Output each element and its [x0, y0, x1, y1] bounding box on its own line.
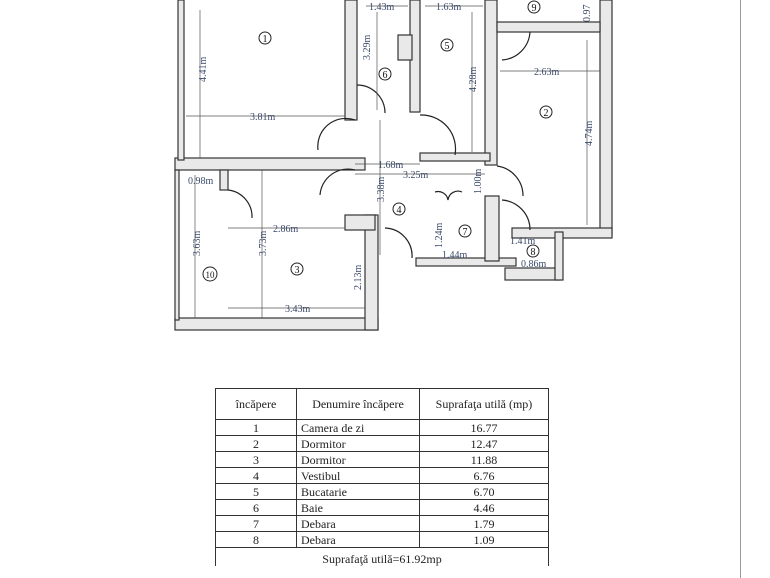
- room-number-6: 6: [378, 67, 392, 81]
- room-number-1: 1: [258, 31, 272, 45]
- svg-text:4: 4: [397, 205, 402, 216]
- room-number: 4: [215, 467, 297, 484]
- room-area: 16.77: [419, 419, 549, 436]
- room-number-9: 9: [527, 0, 541, 14]
- header-room: încăpere: [215, 388, 297, 420]
- dim-label: 4.41m: [198, 57, 209, 83]
- total-row: Suprafaţă utilă=61.92mp: [215, 547, 549, 566]
- total-area: Suprafaţă utilă=61.92mp: [215, 547, 549, 566]
- svg-text:7: 7: [463, 227, 468, 238]
- header-name: Denumire încăpere: [296, 388, 420, 420]
- dim-label: 3.73m: [258, 231, 269, 257]
- room-number-3: 3: [290, 262, 304, 276]
- svg-text:5: 5: [445, 41, 450, 52]
- room-area: 1.79: [419, 515, 549, 532]
- room-area-table: încăpere Denumire încăpere Suprafaţa uti…: [215, 388, 549, 566]
- room-area: 11.88: [419, 451, 549, 468]
- room-number: 3: [215, 451, 297, 468]
- dim-label: 0.97: [582, 5, 593, 23]
- room-number-8: 8: [526, 244, 540, 258]
- room-name: Debara: [296, 531, 420, 548]
- dim-label: 1.63m: [436, 2, 462, 13]
- room-name: Vestibul: [296, 467, 420, 484]
- dim-label: 3.43m: [285, 304, 311, 315]
- room-name: Camera de zi: [296, 419, 420, 436]
- room-number: 5: [215, 483, 297, 500]
- svg-text:9: 9: [532, 3, 537, 14]
- doors: [227, 31, 531, 259]
- room-name: Bucatarie: [296, 483, 420, 500]
- dim-label: 1.00m: [473, 169, 484, 195]
- room-name: Dormitor: [296, 435, 420, 452]
- dim-label: 1.24m: [434, 223, 445, 249]
- room-number: 7: [215, 515, 297, 532]
- room-number: 6: [215, 499, 297, 516]
- dim-label: 0.86m: [521, 259, 547, 270]
- room-number-5: 5: [440, 38, 454, 52]
- dimension-lines: [186, 5, 600, 318]
- room-number: 1: [215, 419, 297, 436]
- room-number-10: 10: [202, 266, 218, 282]
- room-area: 6.70: [419, 483, 549, 500]
- dim-label: 4.28m: [468, 67, 479, 93]
- room-number-7: 7: [458, 224, 472, 238]
- room-area: 4.46: [419, 499, 549, 516]
- dim-label: 4.74m: [584, 121, 595, 147]
- room-number: 2: [215, 435, 297, 452]
- svg-text:2: 2: [544, 108, 549, 119]
- dim-label: 1.43m: [369, 2, 395, 13]
- svg-text:10: 10: [206, 270, 216, 280]
- svg-text:3: 3: [295, 265, 300, 276]
- room-area: 12.47: [419, 435, 549, 452]
- room-name: Baie: [296, 499, 420, 516]
- room-area: 6.76: [419, 467, 549, 484]
- table-header: încăpere Denumire încăpere Suprafaţa uti…: [215, 388, 549, 420]
- room-number-2: 2: [539, 105, 553, 119]
- dim-label: 3.38m: [376, 177, 387, 203]
- header-area: Suprafaţa utilă (mp): [419, 388, 549, 420]
- dim-label: 3.81m: [250, 112, 276, 123]
- floor-plan: 1.43m 1.63m 0.97 3.29m 4.41m 4.28m 2.63m…: [174, 0, 613, 331]
- page-border-line: [740, 0, 741, 578]
- dim-label: 3.63m: [192, 231, 203, 257]
- room-number-4: 4: [392, 202, 406, 216]
- dim-label: 3.25m: [403, 170, 429, 181]
- room-name: Debara: [296, 515, 420, 532]
- room-number: 8: [215, 531, 297, 548]
- svg-text:8: 8: [531, 247, 536, 258]
- dim-label: 2.63m: [534, 67, 560, 78]
- dim-label: 1.68m: [378, 160, 404, 171]
- room-area: 1.09: [419, 531, 549, 548]
- dim-label: 0.98m: [188, 176, 214, 187]
- room-name: Dormitor: [296, 451, 420, 468]
- dim-label: 2.13m: [353, 265, 364, 291]
- dim-label: 1.44m: [442, 250, 468, 261]
- svg-text:6: 6: [383, 70, 388, 81]
- walls: [174, 0, 613, 331]
- dim-label: 1.41m: [510, 236, 536, 247]
- svg-text:1: 1: [263, 34, 268, 45]
- dim-label: 3.29m: [362, 35, 373, 61]
- dim-label: 2.86m: [273, 224, 299, 235]
